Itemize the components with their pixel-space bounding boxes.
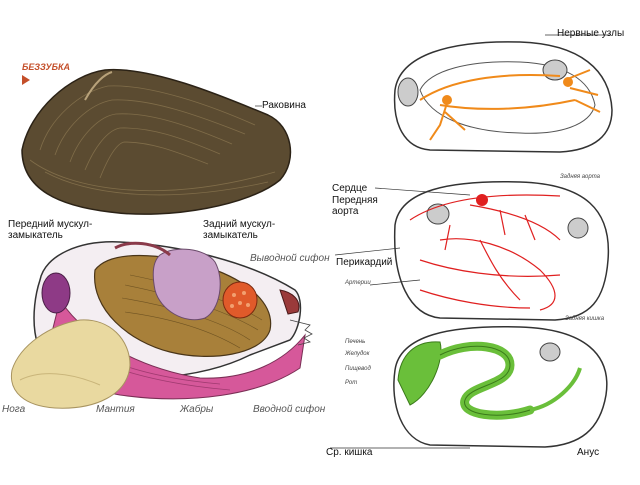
label-posterior-aorta: Задняя аорта	[560, 174, 600, 180]
shell-illustration	[21, 68, 292, 215]
title-arrow-icon	[22, 75, 30, 85]
label-nerve-ganglia: Нервные узлы	[557, 28, 625, 39]
label-posterior-intestine: Задняя кишка	[565, 316, 605, 322]
label-pericardium: Перикардий	[336, 257, 393, 268]
label-heart: Сердце	[332, 183, 368, 194]
label-excurrent-siphon: Выводной сифон	[250, 253, 330, 264]
label-gills: Жабры	[180, 404, 214, 415]
label-anus: Анус	[577, 447, 600, 458]
label-liver: Печень	[345, 339, 366, 345]
digestive-system-illustration	[393, 326, 608, 448]
internal-anatomy-illustration	[10, 241, 313, 409]
label-arteries: Артерии	[345, 280, 371, 286]
label-mouth: Рот	[345, 380, 358, 386]
label-midgut: Ср. кишка	[326, 447, 373, 458]
label-shell: Раковина	[262, 100, 306, 111]
label-posterior-adductor: Задний мускул- замыкатель	[203, 219, 276, 241]
label-stomach: Желудок	[345, 351, 370, 357]
label-mantle: Мантия	[96, 404, 135, 415]
label-anterior-adductor: Передний мускул- замыкатель	[8, 219, 93, 241]
nervous-system-illustration	[393, 41, 613, 153]
label-foot: Нога	[2, 404, 26, 415]
label-esophagus: Пищевод	[345, 366, 371, 372]
label-incurrent-siphon: Вводной сифон	[253, 404, 326, 415]
diagram-title: БЕЗЗУБКА	[22, 62, 70, 72]
circulatory-system-illustration	[393, 181, 610, 321]
label-anterior-aorta: Передняя аорта	[332, 195, 378, 217]
